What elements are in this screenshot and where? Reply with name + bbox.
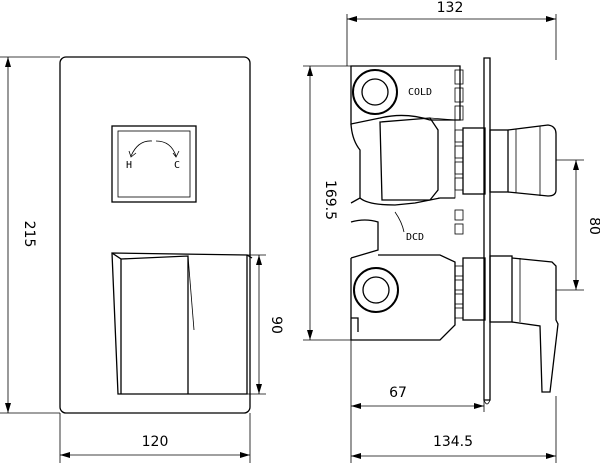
dial-cold-arrow-icon [172,150,180,158]
dial-cold-label: C [174,160,180,171]
dim-body-height: 169.5 [303,65,351,341]
dial-hot-arc-icon [130,140,153,157]
dim-side-width-label: 132 [437,0,464,16]
dim-body-height-label: 169.5 [322,180,338,220]
bottom-inlet-inner [362,276,390,304]
dial-hot-arrow-icon [128,150,137,158]
lower-lever [462,255,559,393]
dim-outlet-spacing-label: 80 [586,217,600,235]
dim-side-width: 132 [346,0,557,66]
dim-outlet-spacing: 80 [556,159,600,291]
mixer-collar [379,117,439,201]
dial-outer-square [111,125,197,203]
dim-handle-height-label: 90 [268,316,284,334]
dcd-label: DCD [406,232,424,243]
dcd-leader [394,211,405,233]
dim-handle-height: 90 [247,254,284,395]
dial-cold-arc-icon [155,140,177,157]
dim-body-depth: 67 [350,340,485,412]
side-view: COLD DCD [303,0,600,463]
diverter-lever [111,252,253,395]
dim-body-depth-label: 67 [389,385,407,401]
dim-front-height-label: 215 [21,221,37,248]
dial-hot-label: H [126,160,132,171]
dim-front-height: 215 [0,56,60,414]
top-inlet-inner [361,78,389,106]
dial-inner-square [117,130,191,198]
cold-label: COLD [408,87,432,98]
dim-front-width: 120 [59,413,251,463]
upper-knob [462,124,557,197]
faceplate [59,56,251,414]
front-view: H C 120 215 [0,56,284,463]
knurl-ridges [454,69,464,319]
top-inlet-outer [352,69,398,115]
dim-overall-depth-label: 134.5 [433,434,473,450]
bottom-inlet-outer [353,267,399,313]
dim-overall-depth: 134.5 [350,396,557,463]
dim-front-width-label: 120 [142,434,169,450]
side-faceplate [483,57,491,401]
